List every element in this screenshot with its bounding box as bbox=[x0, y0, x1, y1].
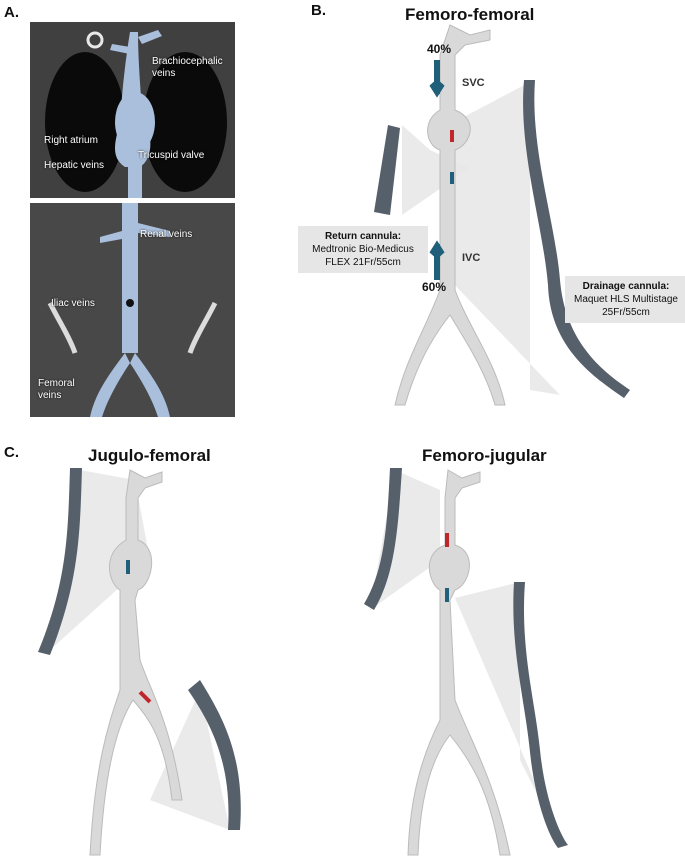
ct-scan-thorax bbox=[30, 22, 235, 198]
return-cannula-title: Return cannula: bbox=[324, 231, 402, 242]
panel-a-letter: A. bbox=[4, 4, 19, 21]
label-iliac: Iliac veins bbox=[51, 298, 95, 309]
panel-c-title-right: Femoro-jugular bbox=[422, 446, 547, 465]
drainage-cannula-box: Drainage cannula: Maquet HLS Multistage … bbox=[565, 276, 685, 323]
label-right-atrium: Right atrium bbox=[44, 135, 98, 146]
thorax-illustration bbox=[45, 30, 227, 198]
return-cannula-box: Return cannula: Medtronic Bio-Medicus FL… bbox=[298, 226, 428, 273]
drainage-cannula-line1: Maquet HLS Multistage bbox=[574, 294, 678, 305]
return-cannula-line2: FLEX 21Fr/55cm bbox=[325, 257, 401, 268]
ct-scan-abdomen bbox=[30, 203, 235, 417]
return-cannula-line1: Medtronic Bio-Medicus bbox=[312, 244, 414, 255]
panel-b-letter: B. bbox=[311, 2, 326, 19]
label-ivc: IVC bbox=[462, 252, 481, 264]
pct-ivc: 60% bbox=[422, 280, 447, 294]
drainage-cannula-line2: 25Fr/55cm bbox=[602, 307, 650, 318]
abdomen-illustration bbox=[47, 203, 218, 417]
drainage-cannula-title: Drainage cannula: bbox=[582, 281, 670, 292]
label-femoral: Femoral veins bbox=[38, 378, 75, 401]
label-brachiocephalic: Brachiocephalic veins bbox=[152, 56, 223, 79]
label-renal: Renal veins bbox=[140, 229, 193, 240]
label-tricuspid: Tricuspid valve bbox=[138, 150, 205, 161]
panel-c-title-left: Jugulo-femoral bbox=[88, 446, 211, 465]
pct-svc: 40% bbox=[427, 42, 452, 56]
label-hepatic: Hepatic veins bbox=[44, 160, 105, 171]
label-svc: SVC bbox=[462, 77, 485, 89]
panel-b-title: Femoro-femoral bbox=[405, 5, 535, 24]
panel-c-letter: C. bbox=[4, 444, 19, 461]
